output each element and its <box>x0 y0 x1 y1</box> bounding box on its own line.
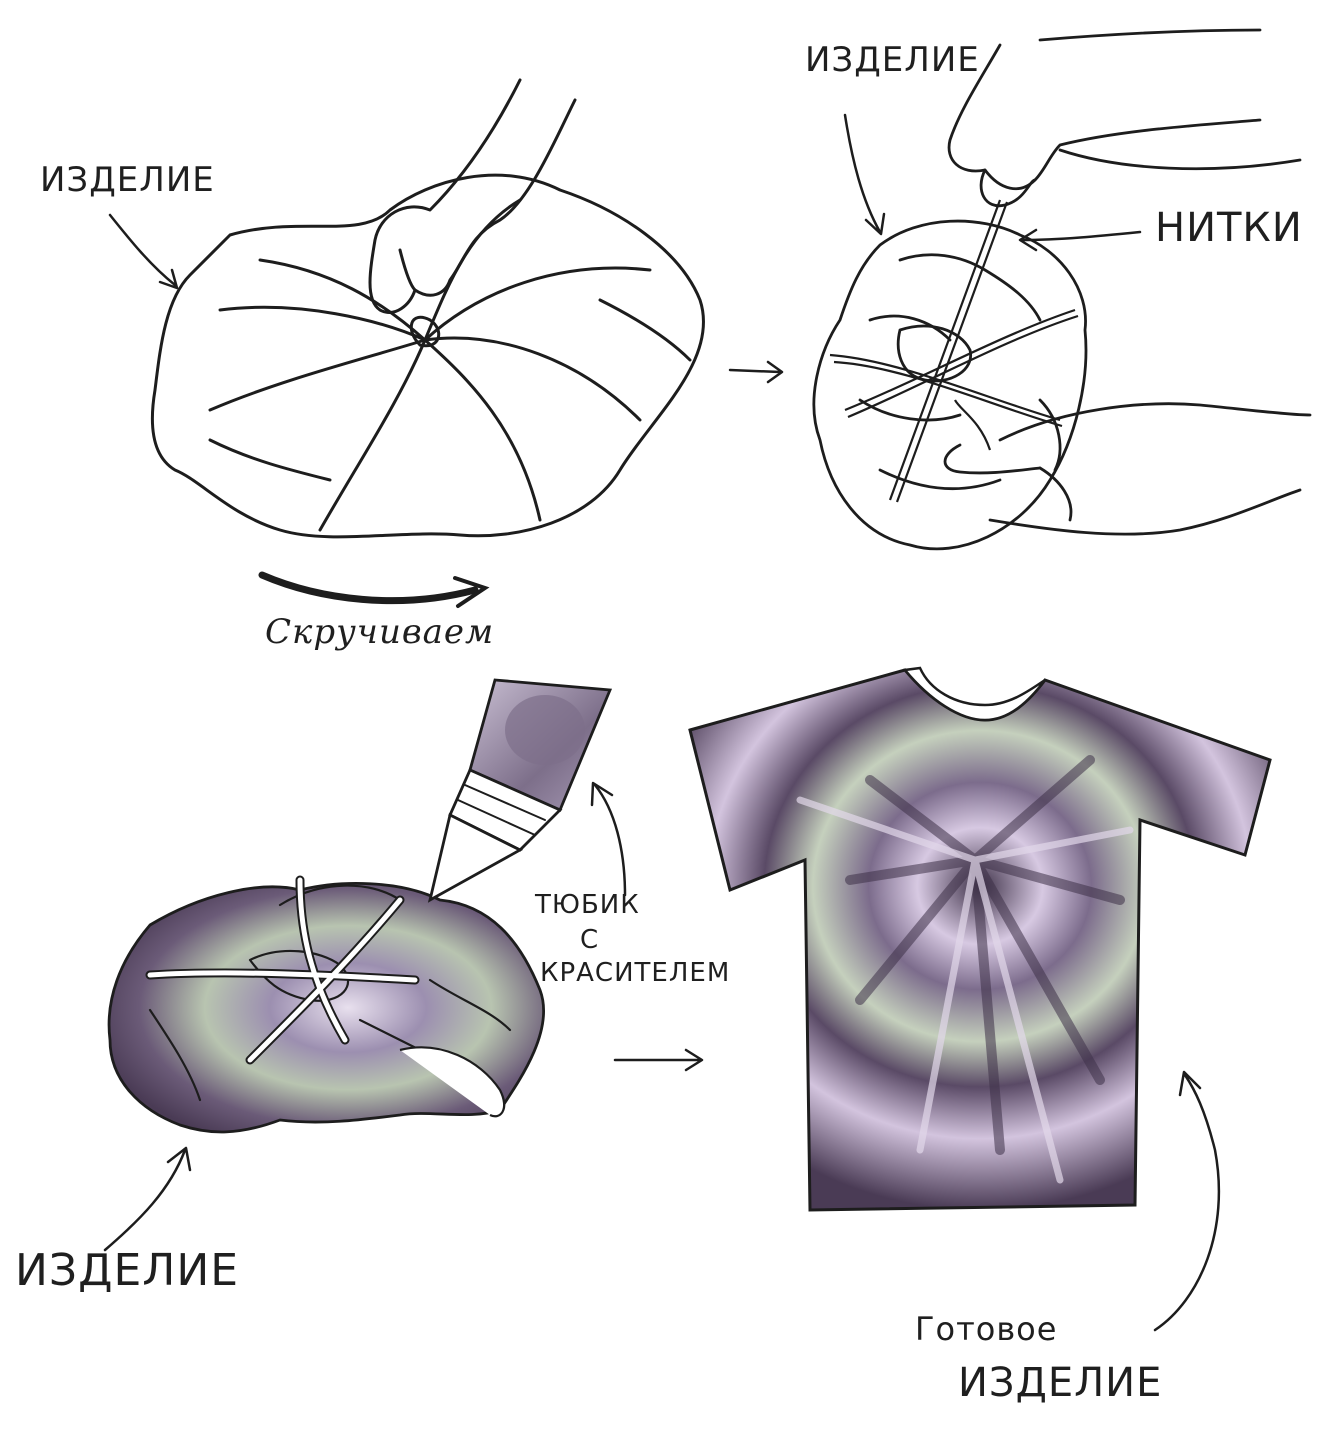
twisted-fabric-icon <box>152 175 703 537</box>
item-pointer-arrow <box>110 215 177 288</box>
step-twist-item-label: ИЗДЕЛИЕ <box>40 160 215 200</box>
step-tie-item-label: ИЗДЕЛИЕ <box>805 40 980 80</box>
step-twist-action-label: Скручиваем <box>265 612 494 652</box>
item-pointer-arrow <box>105 1148 190 1250</box>
step-result-label-line1: Готовое <box>915 1310 1057 1348</box>
step-dye-item-label: ИЗДЕЛИЕ <box>15 1245 239 1296</box>
tied-fabric-icon <box>814 221 1086 549</box>
step-dye-tube-label-line2: С <box>580 925 599 955</box>
hands-icon <box>945 30 1310 534</box>
result-pointer-arrow <box>1155 1072 1219 1330</box>
threads-pointer-arrow <box>1020 230 1140 250</box>
step-dye-tube-label-line3: КРАСИТЕЛЕМ <box>540 958 730 988</box>
step-result <box>690 668 1270 1330</box>
tube-pointer-arrow <box>592 783 625 895</box>
step-dye-tube-label-line1: ТЮБИК <box>535 890 640 920</box>
step-tie <box>814 30 1310 549</box>
tie-dye-tshirt-icon <box>690 668 1270 1210</box>
step-tie-threads-label: НИТКИ <box>1155 205 1303 251</box>
next-step-arrow <box>730 362 782 382</box>
step-twist <box>110 80 704 606</box>
dye-tube-icon <box>430 680 610 900</box>
curved-arrow-icon <box>262 575 485 606</box>
step-result-label-line2: ИЗДЕЛИЕ <box>958 1360 1162 1406</box>
dyed-fabric-icon <box>109 880 544 1132</box>
next-step-arrow <box>615 1050 702 1070</box>
item-pointer-arrow <box>845 115 884 234</box>
